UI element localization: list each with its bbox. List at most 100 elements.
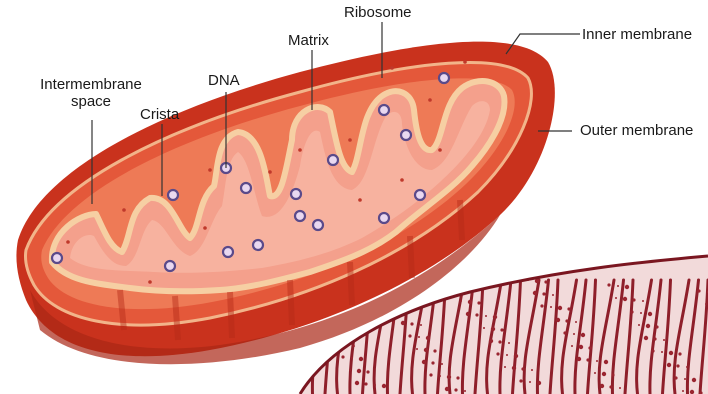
micrograph-granule [466, 312, 470, 316]
micrograph-granule [521, 367, 524, 370]
micrograph-granule [424, 348, 428, 352]
ribosome-granule [298, 148, 302, 152]
ribosome-granule [148, 280, 152, 284]
ribosome-granule [463, 60, 467, 64]
micrograph-granule [655, 325, 658, 328]
micrograph-granule [579, 345, 583, 349]
micrograph-granule [653, 337, 656, 340]
micrograph-granule [542, 292, 545, 295]
micrograph-granule [364, 382, 367, 385]
micrograph-granule [607, 283, 610, 286]
micrograph-granule [692, 378, 696, 382]
micrograph-granule [351, 357, 353, 359]
micrograph-granule [632, 298, 635, 301]
micrograph-granule [705, 303, 707, 305]
micrograph-granule [604, 360, 608, 364]
micrograph-granule [460, 300, 462, 302]
micrograph-granule [661, 351, 663, 353]
micrograph-granule [674, 376, 677, 379]
micrograph-granule [575, 321, 577, 323]
micrograph-granule [642, 300, 644, 302]
micrograph-granule [514, 354, 518, 358]
micrograph-granule [667, 363, 671, 367]
dna-granule [295, 211, 305, 221]
micrograph-granule [483, 327, 485, 329]
micrograph-granule [617, 285, 619, 287]
ribosome-granule [122, 208, 126, 212]
micrograph-granule [341, 355, 344, 358]
micrograph-granule [422, 360, 426, 364]
micrograph-granule [359, 357, 363, 361]
micrograph-granule [640, 312, 642, 314]
micrograph-granule [556, 318, 560, 322]
micrograph-granule [493, 315, 497, 319]
dna-granule [52, 253, 62, 263]
micrograph-granule [519, 379, 522, 382]
dna-granule [415, 190, 425, 200]
micrograph-granule [349, 369, 351, 371]
micrograph-granule [416, 348, 418, 350]
dna-granule [328, 155, 338, 165]
micrograph-granule [594, 372, 596, 374]
micrograph-granule [625, 285, 629, 289]
micrograph-granule [491, 327, 495, 331]
micrograph-granule [697, 289, 700, 292]
micrograph-granule [382, 384, 386, 388]
micrograph-granule [393, 321, 395, 323]
micrograph-granule [426, 336, 430, 340]
micrograph-granule [452, 286, 455, 289]
micrograph-granule [508, 342, 510, 344]
label-ribosome: Ribosome [344, 4, 412, 21]
micrograph-granule [447, 375, 451, 379]
micrograph-granule [464, 390, 466, 392]
micrograph-granule [581, 333, 585, 337]
ribosome-granule [438, 148, 442, 152]
dna-granule [223, 247, 233, 257]
micrograph-granule [571, 345, 573, 347]
micrograph-granule [586, 358, 589, 361]
dna-granule [168, 190, 178, 200]
micrograph-granule [357, 369, 361, 373]
micrograph-granule [619, 387, 621, 389]
micrograph-granule [611, 373, 614, 376]
label-dna: DNA [208, 72, 240, 89]
micrograph-granule [690, 390, 694, 394]
micrograph-granule [544, 280, 547, 283]
micrograph-granule [498, 340, 501, 343]
micrograph-granule [600, 384, 604, 388]
micrograph-granule [531, 369, 533, 371]
micrograph-granule [609, 385, 612, 388]
micrograph-granule [567, 307, 570, 310]
micrograph-granule [439, 375, 441, 377]
micrograph-granule [512, 366, 516, 370]
micrograph-granule [533, 291, 537, 295]
micrograph-granule [445, 387, 449, 391]
ribosome-granule [203, 226, 207, 230]
micrograph-granule [454, 388, 457, 391]
micrograph-granule [468, 300, 472, 304]
micrograph-granule [676, 364, 679, 367]
dna-granule [253, 240, 263, 250]
micrograph-granule [420, 324, 422, 326]
dna-granule [313, 220, 323, 230]
micrograph-granule [334, 342, 338, 346]
micrograph-granule [644, 336, 648, 340]
micrograph-granule [638, 324, 640, 326]
micrograph-granule [475, 313, 478, 316]
micrograph-granule [477, 301, 480, 304]
micrograph-granule [615, 297, 617, 299]
micrograph-granule [441, 363, 443, 365]
dna-granule [439, 73, 449, 83]
dna-granule [291, 189, 301, 199]
micrograph-granule [485, 315, 487, 317]
label-matrix: Matrix [288, 32, 329, 49]
micrograph-granule [431, 361, 434, 364]
micrograph-granule [353, 345, 355, 347]
ribosome-granule [428, 98, 432, 102]
dna-granule [165, 261, 175, 271]
micrograph-granule [552, 294, 554, 296]
micrograph-granule [496, 352, 499, 355]
label-inner-membrane: Inner membrane [582, 26, 692, 43]
micrograph-granule [462, 288, 464, 290]
